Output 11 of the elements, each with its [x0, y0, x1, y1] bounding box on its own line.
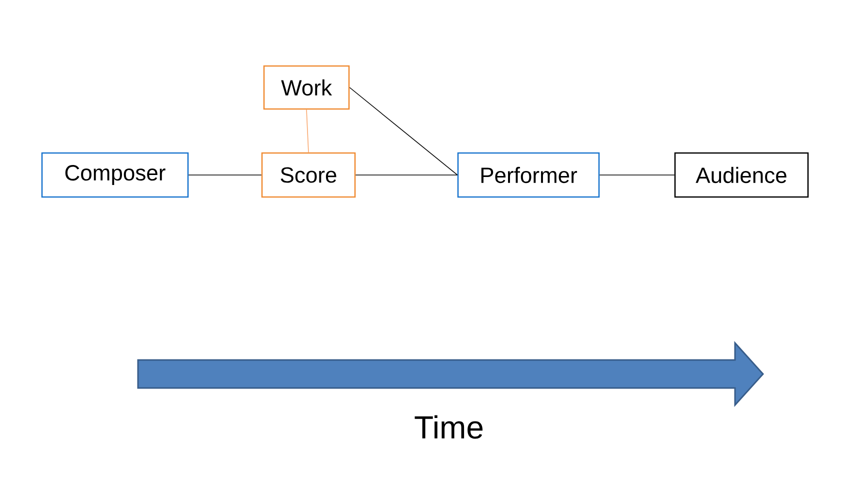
process-box: Score [261, 152, 356, 198]
process-box: Performer [457, 152, 600, 198]
connector-line [188, 174, 262, 176]
connector-line [355, 174, 458, 176]
connector-line [599, 174, 675, 176]
process-box: Composer [41, 152, 189, 198]
process-box: Audience [674, 152, 809, 198]
connector-line [349, 87, 458, 176]
connector-line [306, 109, 309, 153]
axis-label: Time [414, 415, 483, 439]
process-box: Work [263, 65, 350, 110]
